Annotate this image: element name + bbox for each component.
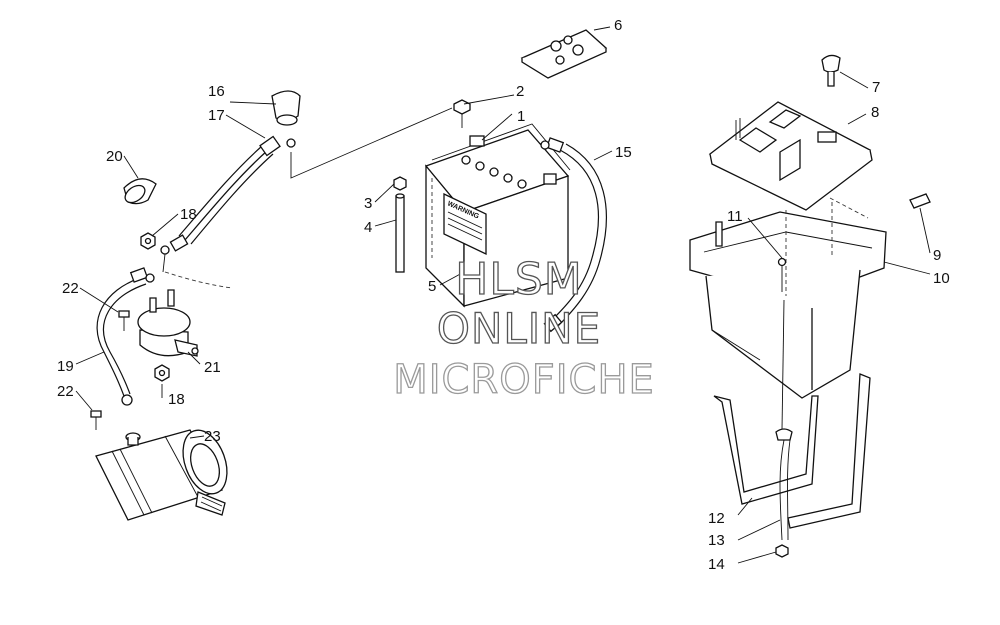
- callout-21: 21: [204, 359, 221, 376]
- callout-22-top: 22: [62, 280, 79, 297]
- callout-13: 13: [708, 532, 725, 549]
- callout-10: 10: [933, 270, 950, 287]
- watermark-line-1: HLSM: [455, 254, 583, 305]
- callout-7: 7: [872, 79, 880, 96]
- hold-down-strap-12: [713, 373, 871, 558]
- leader-lines: [75, 26, 931, 564]
- callout-4: 4: [364, 219, 372, 236]
- callout-3: 3: [364, 195, 372, 212]
- callout-5: 5: [428, 278, 436, 295]
- callout-18-top: 18: [180, 206, 197, 223]
- callout-23: 23: [204, 428, 221, 445]
- watermark-line-3: MICROFICHE: [393, 357, 655, 403]
- battery-cover-8: [708, 54, 873, 211]
- solenoid: [118, 289, 199, 357]
- callout-1: 1: [517, 108, 525, 125]
- battery-box-10: [689, 193, 931, 431]
- battery: WARNING: [393, 99, 571, 308]
- terminal-hardware-6: [520, 29, 608, 79]
- callout-2: 2: [516, 83, 524, 100]
- callout-18-bottom: 18: [168, 391, 185, 408]
- cable-lower: [123, 178, 233, 289]
- callout-11: 11: [727, 208, 743, 225]
- battery-cable-15: [540, 137, 607, 333]
- callout-15: 15: [615, 144, 632, 161]
- watermark-line-2: ONLINE: [437, 304, 601, 353]
- callout-16: 16: [208, 83, 225, 100]
- callout-8: 8: [871, 104, 879, 121]
- watermark: HLSM ONLINE MICROFICHE: [393, 253, 655, 403]
- callout-9: 9: [933, 247, 941, 264]
- callout-22-bottom: 22: [57, 383, 74, 400]
- callout-20: 20: [106, 148, 123, 165]
- callout-12: 12: [708, 510, 725, 527]
- callout-14: 14: [708, 556, 725, 573]
- callout-19: 19: [57, 358, 74, 375]
- callout-6: 6: [614, 17, 622, 34]
- callout-17: 17: [208, 107, 225, 124]
- starter-motor: [90, 410, 228, 521]
- cable-19: [96, 267, 170, 406]
- starter-cable-assembly: [178, 90, 453, 245]
- callouts: 1 2 3 4 5 6 7 8 9 10 11 12 13 14 15 16 1…: [57, 17, 950, 573]
